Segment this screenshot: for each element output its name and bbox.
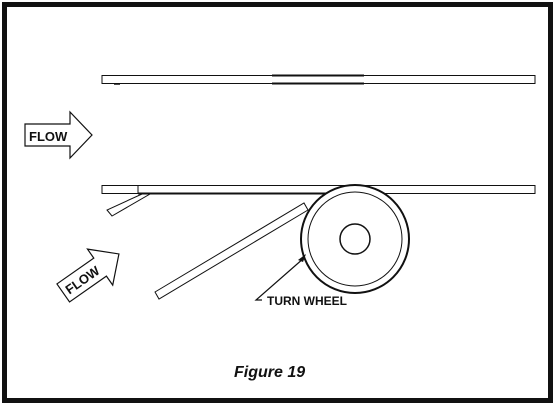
- top-rail: [101, 74, 536, 85]
- flow-arrow-horizontal: FLOW: [24, 110, 93, 160]
- leader-arrowhead: [298, 254, 306, 262]
- bottom-rail: [101, 185, 536, 195]
- long-diagonal-branch: [154, 202, 309, 300]
- turn-wheel-label: TURN WHEEL: [267, 294, 347, 308]
- flow-label-top: FLOW: [29, 129, 68, 144]
- wheel-leader-line: [254, 257, 305, 301]
- figure-caption: Figure 19: [234, 364, 305, 381]
- short-diagonal-branch: [106, 193, 152, 217]
- turn-wheel: [300, 184, 410, 294]
- border: [2, 2, 553, 403]
